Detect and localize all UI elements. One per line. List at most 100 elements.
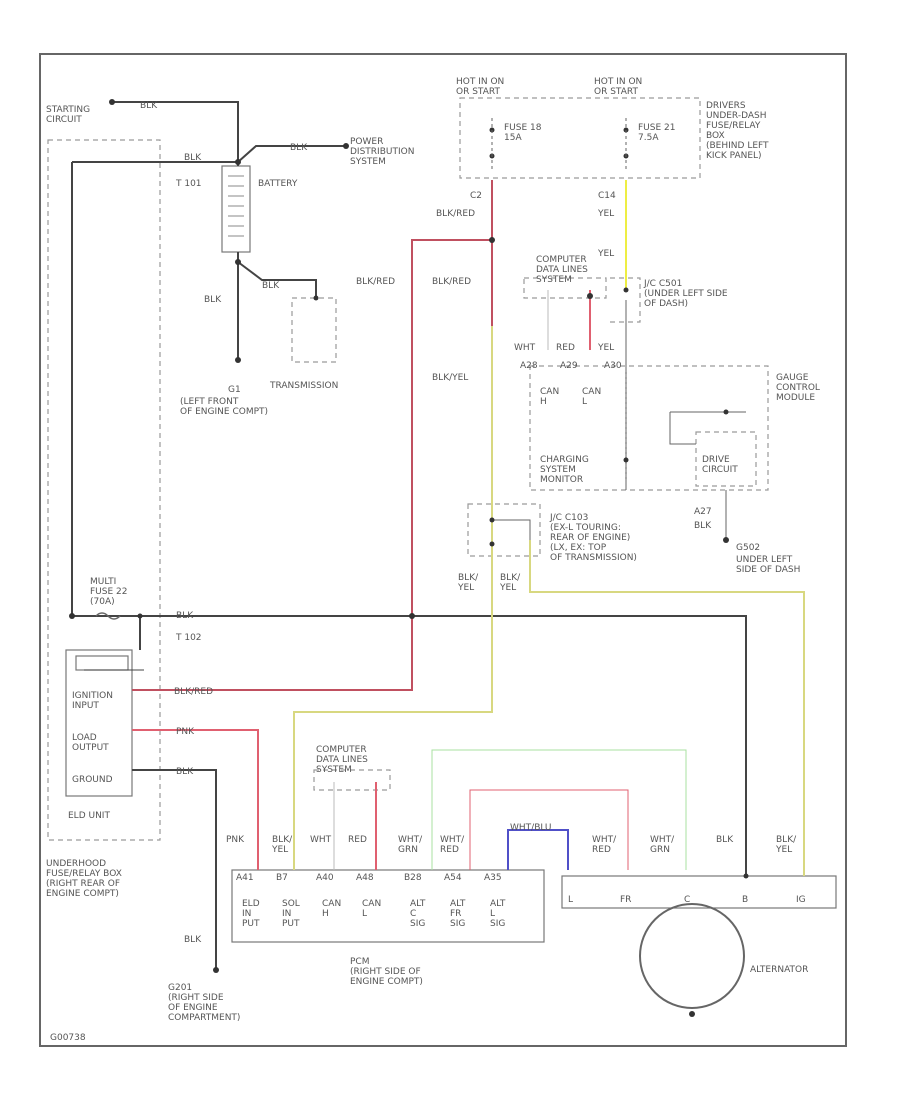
label-transmission: TRANSMISSION: [269, 381, 338, 391]
label-pnk-2: PNK: [226, 835, 245, 845]
other-wires: [333, 290, 746, 870]
label-blk-7: BLK: [716, 835, 734, 845]
diagram-border: [39, 53, 847, 1047]
label-blk-gnd-gcm: BLK: [694, 521, 712, 531]
label-blk-red-3: BLK/RED: [432, 277, 471, 287]
transmission-outline: [291, 297, 337, 363]
label-blk-8: BLK: [184, 935, 202, 945]
jc-c103-outline: [467, 503, 541, 557]
label-eld-unit: ELD UNIT: [68, 811, 110, 821]
label-blk-yel-5: BLK/YEL: [775, 835, 797, 855]
label-wht-grn-1: WHT/GRN: [398, 835, 423, 855]
label-pin-a28: A28: [520, 361, 538, 371]
label-ground: GROUND: [72, 775, 113, 785]
fuse-symbols: [95, 118, 627, 620]
label-wht-blu: WHT/BLU: [510, 823, 552, 833]
label-c14: C14: [598, 191, 616, 201]
computer-data-box-2: [313, 769, 391, 791]
pcm-pin-a48: A48: [356, 873, 374, 883]
label-wht-red-2: WHT/RED: [592, 835, 617, 855]
label-blk-yel-1: BLK/YEL: [432, 373, 468, 383]
label-wht-red-1: WHT/RED: [440, 835, 465, 855]
label-t101: T 101: [175, 179, 202, 189]
label-battery: BATTERY: [258, 179, 298, 189]
alternator-terminal-c: C: [684, 895, 690, 905]
alternator-terminal-l: L: [568, 895, 573, 905]
eld-unit-box: [65, 649, 133, 797]
drive-circuit-outline: [695, 431, 757, 487]
alternator-terminal-b: B: [742, 895, 748, 905]
label-yel-1: YEL: [597, 209, 614, 219]
label-wht-2: WHT: [310, 835, 332, 845]
label-pnk-1: PNK: [176, 727, 195, 737]
computer-data-box-1: [523, 277, 607, 299]
label-blk-2: BLK: [184, 153, 202, 163]
pcm-pin-a54: A54: [444, 873, 462, 883]
underhood-box-outline: [47, 139, 161, 841]
label-blk-red-2: BLK/RED: [356, 277, 395, 287]
pcm-box: [231, 869, 545, 943]
label-blk-yel-3: BLK/YEL: [499, 573, 521, 593]
alternator-terminal-fr: FR: [620, 895, 631, 905]
label-alternator: ALTERNATOR: [750, 965, 808, 975]
label-red-1: RED: [556, 343, 575, 353]
pcm-pin-a41: A41: [236, 873, 254, 883]
label-blk-bat-gnd: BLK: [204, 295, 222, 305]
label-g502: G502: [736, 543, 760, 553]
eld-unit-inner-box: [75, 655, 129, 671]
label-g1: G1: [228, 385, 241, 395]
label-pin-a30: A30: [604, 361, 622, 371]
pcm-pin-b28: B28: [404, 873, 422, 883]
label-blk-yel-4: BLK/YEL: [271, 835, 293, 855]
label-yel-3: YEL: [597, 343, 614, 353]
label-blk-3: BLK: [290, 143, 308, 153]
alternator-symbol: [639, 903, 745, 1009]
label-blk-6: BLK: [176, 767, 194, 777]
black-wires: [71, 101, 747, 970]
label-blk-red-4: BLK/RED: [174, 687, 213, 697]
label-blk-1: BLK: [140, 101, 158, 111]
label-blk-yel-2: BLK/YEL: [457, 573, 479, 593]
label-jc-c103: J/C C103(EX-L TOURING:REAR OF ENGINE)(LX…: [549, 513, 637, 563]
alternator-terminal-strip: [561, 875, 837, 909]
label-wht-1: WHT: [514, 343, 536, 353]
red-wires: [132, 180, 629, 870]
label-yel-2: YEL: [597, 249, 614, 259]
gauge-module-outline: [529, 365, 769, 491]
label-fig-code: G00738: [50, 1033, 86, 1043]
label-blk-5: BLK: [176, 611, 194, 621]
label-blk-red-1: BLK/RED: [436, 209, 475, 219]
